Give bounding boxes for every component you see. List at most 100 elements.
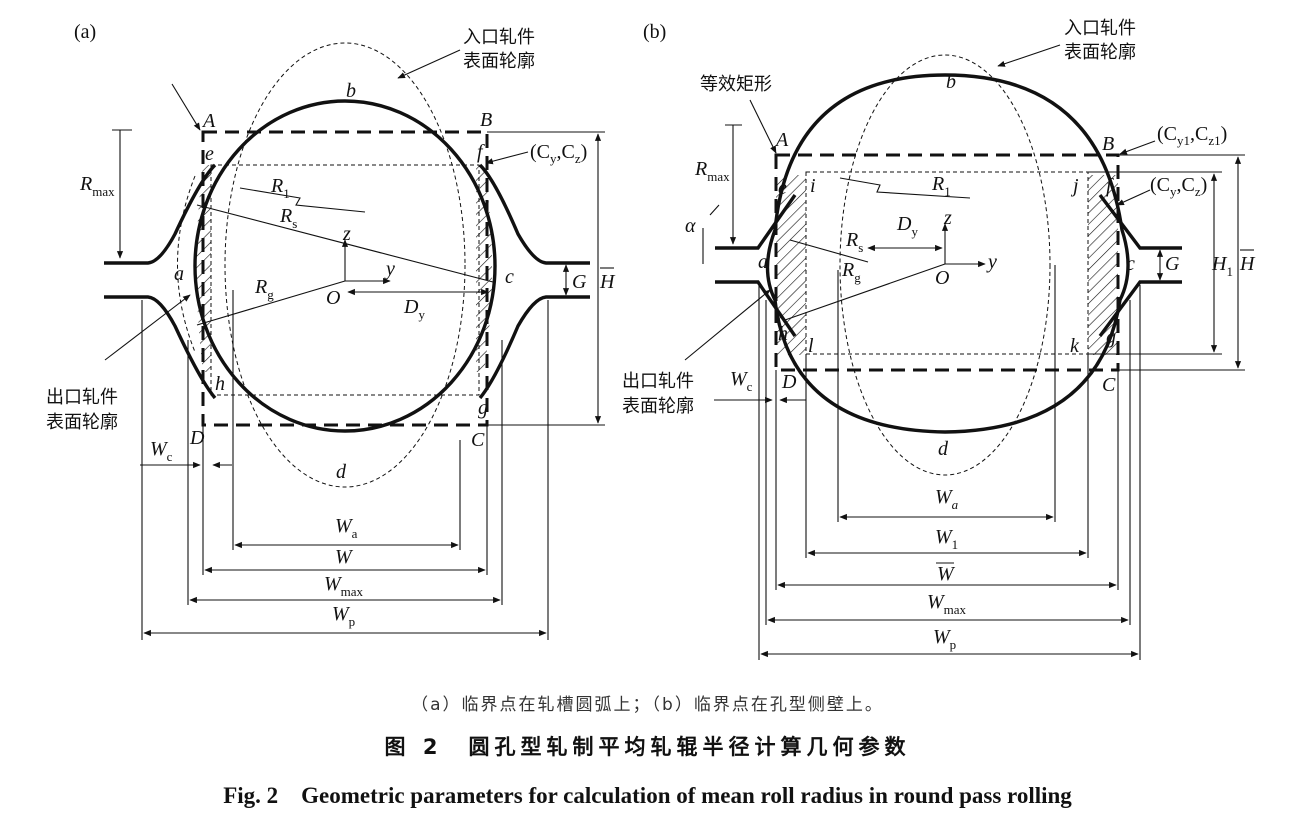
- rect-pointer-a: [171, 83, 201, 131]
- rmax-label-a: Rmax: [79, 173, 115, 199]
- g-label-b: G: [1165, 253, 1180, 275]
- panel-b: (b) y z O α 等效矩形: [622, 18, 1256, 660]
- upper-right-groove-b: [1098, 193, 1182, 250]
- wp-label-a: Wp: [332, 603, 355, 629]
- inner-rectangle: [210, 164, 480, 396]
- h-label-a: H: [599, 271, 616, 293]
- rg-label-a: Rg: [254, 276, 274, 302]
- pt-a-b: a: [758, 251, 768, 273]
- equivalent-rectangle: [201, 130, 489, 427]
- panel-a-tag: (a): [74, 21, 96, 43]
- pt-B-a: B: [480, 109, 492, 131]
- wc-label-b: Wc: [730, 368, 753, 394]
- r1-break-line: [239, 187, 366, 213]
- pt-c-b: c: [1126, 253, 1135, 275]
- y-axis-label-b: y: [986, 251, 997, 273]
- entry-label-b1: 入口轧件: [1064, 18, 1136, 39]
- pt-f-b: f: [1106, 175, 1114, 197]
- entry-profile-outline: [224, 42, 466, 488]
- pt-D-a: D: [189, 427, 205, 449]
- lower-left-groove: [104, 295, 217, 400]
- pt-h-b: h: [778, 323, 788, 345]
- subcaption: （a）临界点在轧槽圆弧上；（b）临界点在孔型侧壁上。: [411, 695, 884, 715]
- pt-k-b: k: [1070, 335, 1080, 357]
- pt-c-a: c: [505, 266, 514, 288]
- pt-g-a: g: [478, 397, 488, 419]
- pt-b-b: b: [946, 71, 956, 93]
- pt-g-b: g: [1106, 326, 1116, 348]
- exit-label-a1: 出口轧件: [46, 387, 118, 408]
- rg-line-b: [784, 263, 946, 321]
- wa-label-b: Wa: [935, 486, 959, 512]
- round-section: [193, 99, 497, 433]
- wbar-label-b: W: [937, 563, 956, 585]
- origin-label: O: [326, 287, 340, 309]
- exit-label-b1: 出口轧件: [622, 371, 694, 392]
- rg-label-b: Rg: [841, 259, 861, 285]
- dy-label-b: Dy: [896, 213, 918, 239]
- y-axis-label: y: [384, 258, 395, 280]
- pt-d-a: d: [336, 461, 347, 483]
- wc-label-a: Wc: [150, 438, 173, 464]
- z-axis-label: z: [342, 223, 351, 245]
- hatch-left-b: [776, 175, 806, 355]
- entry-label-b2: 表面轮廓: [1064, 42, 1136, 63]
- figure-caption-cn: 图 2 圆孔型轧制平均轧辊半径计算几何参数: [384, 735, 911, 759]
- exit-arc-left: [177, 175, 196, 353]
- pt-b-a: b: [346, 80, 356, 102]
- w1-label-b: W1: [935, 526, 958, 552]
- coord1-leader-b: [1119, 140, 1156, 155]
- h1-label-b: H1: [1211, 253, 1233, 279]
- hatch-right-b: [1088, 175, 1118, 355]
- pt-A-a: A: [201, 110, 216, 132]
- coord2-label-b: (Cy,Cz): [1150, 174, 1207, 199]
- figure-canvas: (a) y z O 入口轧件: [46, 18, 1256, 660]
- panel-a: (a) y z O 入口轧件: [46, 21, 616, 640]
- entry-leader-a: [397, 49, 461, 79]
- wa-label-a: Wa: [335, 515, 358, 541]
- coord-label-a: (Cy,Cz): [530, 141, 587, 166]
- pt-C-b: C: [1102, 374, 1116, 396]
- exit-leader-a: [104, 294, 191, 361]
- wbar-label-a: W: [335, 546, 354, 568]
- coord1-label-b: (Cy1,Cz1): [1157, 123, 1227, 148]
- rs-label-a: Rs: [279, 205, 297, 231]
- r1-label-b: R1: [931, 173, 951, 199]
- rg-line: [196, 280, 346, 326]
- exit-label-b2: 表面轮廓: [622, 396, 694, 417]
- r1-label-a: R1: [270, 175, 290, 201]
- alpha-stroke: [709, 204, 720, 216]
- pt-j-b: j: [1070, 175, 1079, 197]
- pt-f-a: f: [477, 141, 485, 163]
- coord2-leader-b: [1116, 189, 1151, 206]
- wmax-label-b: Wmax: [927, 591, 967, 617]
- rs-line-b: [789, 239, 869, 263]
- pt-l-b: l: [808, 335, 814, 357]
- entry-leader-b: [997, 44, 1061, 67]
- dy-label-a: Dy: [403, 296, 425, 322]
- wmax-label-a: Wmax: [324, 573, 364, 599]
- pt-A-b: A: [774, 129, 789, 151]
- upper-right-groove: [478, 163, 590, 265]
- rs-line: [196, 204, 494, 283]
- origin-label-b: O: [935, 267, 949, 289]
- pt-e-b: e: [778, 177, 787, 199]
- exit-leader-b: [684, 289, 771, 361]
- exit-label-a2: 表面轮廓: [46, 412, 118, 433]
- panel-b-tag: (b): [643, 21, 666, 43]
- rs-label-b: Rs: [845, 229, 863, 255]
- pt-e-a: e: [205, 143, 214, 165]
- pt-D-b: D: [781, 371, 797, 393]
- figure-caption-en: Fig. 2 Geometric parameters for calculat…: [223, 783, 1072, 808]
- lower-left-groove-b: [715, 280, 797, 337]
- equivalent-rectangle-b: [774, 153, 1120, 372]
- r1-break-line-b: [839, 177, 971, 199]
- lower-right-groove: [478, 295, 590, 400]
- entry-label-a1: 入口轧件: [463, 27, 535, 48]
- alpha-label: α: [685, 215, 696, 237]
- pt-i-b: i: [810, 175, 816, 197]
- pt-d-b: d: [938, 438, 949, 460]
- pt-h-a: h: [215, 373, 225, 395]
- lower-right-groove-b: [1098, 280, 1182, 338]
- equiv-leader: [749, 99, 777, 154]
